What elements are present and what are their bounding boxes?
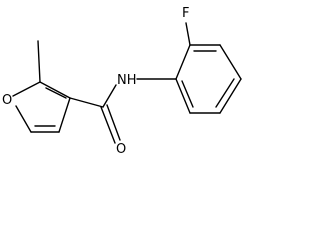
bond-c5-o1: [15, 105, 32, 133]
bond-ar1-ar2: [175, 44, 191, 80]
atom-label-amide-nitrogen: NH: [117, 73, 137, 88]
bond-c3-c3-inner: [45, 87, 67, 99]
atom-labels: F NH O O: [2, 6, 189, 155]
bond-carbonyl-o-1: [100, 106, 116, 144]
atom-label-ring-oxygen: O: [2, 93, 12, 108]
bond-ar-inner-2: [215, 78, 235, 108]
molecule-structure: F NH O O: [2, 6, 242, 155]
bond-c3-c4: [58, 97, 71, 133]
bond-c3-carbonyl: [69, 97, 104, 108]
bond-ar3-ar4: [219, 44, 242, 80]
bond-ar-inner-3: [181, 80, 194, 108]
bond-o1-c2: [12, 81, 41, 97]
bond-ar6-ar1: [175, 78, 191, 114]
bond-c2-c3: [39, 81, 71, 99]
bond-c2-methyl: [37, 40, 41, 83]
bond-carbonyl-n: [102, 84, 117, 108]
bond-carbonyl-o-2: [106, 104, 121, 141]
bond-ar4-ar5: [219, 78, 242, 114]
atom-label-carbonyl-oxygen: O: [116, 142, 126, 155]
bonds: [12, 22, 242, 144]
bond-ar-f: [185, 22, 191, 46]
atom-label-fluorine: F: [182, 6, 189, 21]
